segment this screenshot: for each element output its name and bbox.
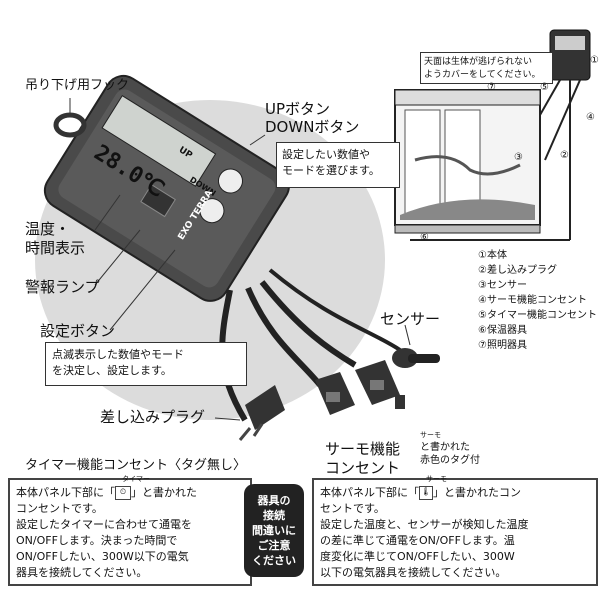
timer-box-line: ON/OFFします。決まった時間で [16,534,178,547]
temp-leader [94,194,121,231]
thermo-outlet-icon [355,360,405,409]
plug-leader [214,417,241,421]
legend-item: ⑤タイマー機能コンセント [478,310,597,321]
caution-line: 間違いに [252,524,296,537]
updown-desc-box: 設定したい数値や モードを選びます。 [276,142,400,188]
timer-box-line: 器具を接続してください。 [16,566,148,579]
caution-line: ください [252,554,296,567]
timer-box-line: コンセントです。 [16,502,103,515]
plug-icon [238,385,285,441]
legend-item: ③センサー [478,280,527,291]
thermo-tag-label: と書かれた 赤色のタグ付 [420,442,480,467]
timer-tag-small: タイマー [122,475,150,483]
callout-5: ⑤ [540,82,549,93]
terrarium-icon [394,89,541,234]
thermo-box-line1: 本体パネル下部に「🌡」と書かれたコン [320,486,521,500]
set-desc-box: 点滅表示した数値やモード を決定し、設定します。 [45,342,247,386]
legend-list: ①本体 ②差し込みプラグ ③センサー ④サーモ機能コンセント ⑤タイマー機能コン… [478,248,597,353]
callout-4: ④ [586,112,595,123]
set-desc-line: を決定し、設定します。 [52,364,172,377]
callout-3: ③ [514,152,523,163]
updown-desc-line: 設定したい数値や [282,148,370,161]
set-button-label: 設定ボタン [40,322,116,340]
hook-icon [53,112,87,138]
cover-note-line: ようカバーをしてください。 [424,70,541,80]
temp-time-line: 時間表示 [25,238,86,257]
small-controller-icon [410,29,591,241]
callout-6: ⑥ [420,232,429,243]
thermo-outlet-line: サーモ機能 [325,440,401,458]
set-desc-line: 点滅表示した数値やモード [52,348,184,361]
updown-leader [249,134,266,146]
caution-badge: 器具の 接続 間違いに ご注意 ください [244,484,304,577]
thermo-outlet-line: コンセント [325,458,401,477]
caution-line: ご注意 [257,539,291,552]
callout-7: ⑦ [487,82,496,93]
sensor-cable [268,268,402,352]
cover-note-box: 天面は生体が逃げられない ようカバーをしてください。 [420,52,553,84]
thermo-outlet-box: 本体パネル下部に「🌡」と書かれたコン サーモ セントです。 設定した温度と、セン… [312,475,598,586]
updown-desc-line: モードを選びます。 [282,164,380,177]
sensor-leader [404,324,411,346]
legend-item: ②差し込みプラグ [478,265,557,276]
set-leader [109,249,176,331]
timer-cable [245,286,323,387]
controller-body [43,74,290,302]
thermo-box-line: の差に準じて通電をON/OFFします。温 [320,534,515,547]
timer-box-line: 設定したタイマーに合わせて通電を [16,518,192,531]
legend-item: ⑦照明器具 [478,340,527,351]
timer-outlet-label: タイマー機能コンセント〈タグ無し〉 [25,458,247,473]
thermo-box-tag-small: サーモ [426,475,447,483]
thermo-box-line: 以下の電気器具を接続してください。 [320,566,507,579]
down-button-label: DOWNボタン [265,118,360,136]
caution-line: 器具の [257,494,291,507]
legend-item: ④サーモ機能コンセント [478,295,587,306]
up-button-label: UPボタン [265,100,331,118]
cover-note-line: 天面は生体が逃げられない [424,57,533,67]
thermo-tag-small: サーモ [420,431,441,439]
callout-2: ② [560,150,569,161]
caution-line: 接続 [263,509,285,522]
thermo-cable [259,280,357,368]
legend-item: ①本体 [478,250,507,261]
temp-time-line: 温度・ [25,220,71,238]
hook-label: 吊り下げ用フック [25,78,130,93]
sensor-label: センサー [380,310,441,328]
thermo-box-line: 設定した温度と、センサーが検知した温度 [320,518,529,531]
timer-box-line: ON/OFFしたい、300W以下の電気 [16,550,189,563]
timer-outlet-icon [315,372,355,415]
alarm-leader [94,229,141,286]
callout-1: ① [590,55,599,66]
alarm-lamp-label: 警報ランプ [25,278,100,296]
thermo-tag-line: と書かれた [420,442,470,453]
temp-time-label: 温度・ 時間表示 [25,220,85,258]
timer-clock-icon: ⏲ [115,486,131,500]
plug-label: 差し込みプラグ [100,408,206,426]
thermo-box-line: 度変化に準じてON/OFFしたい、300W [320,550,515,563]
timer-box-line1: 本体パネル下部に「⏲」と書かれた [16,486,197,500]
thermo-tag-line: 赤色のタグ付 [420,454,480,466]
sensor-icon [392,348,440,368]
thermometer-icon: 🌡 [419,486,433,500]
thermo-box-line: セントです。 [320,502,385,515]
timer-outlet-box: 本体パネル下部に「⏲」と書かれた タイマー コンセントです。 設定したタイマーに… [8,475,252,586]
thermo-outlet-label: サーモ機能 コンセント [325,440,400,478]
legend-item: ⑥保温器具 [478,325,527,336]
